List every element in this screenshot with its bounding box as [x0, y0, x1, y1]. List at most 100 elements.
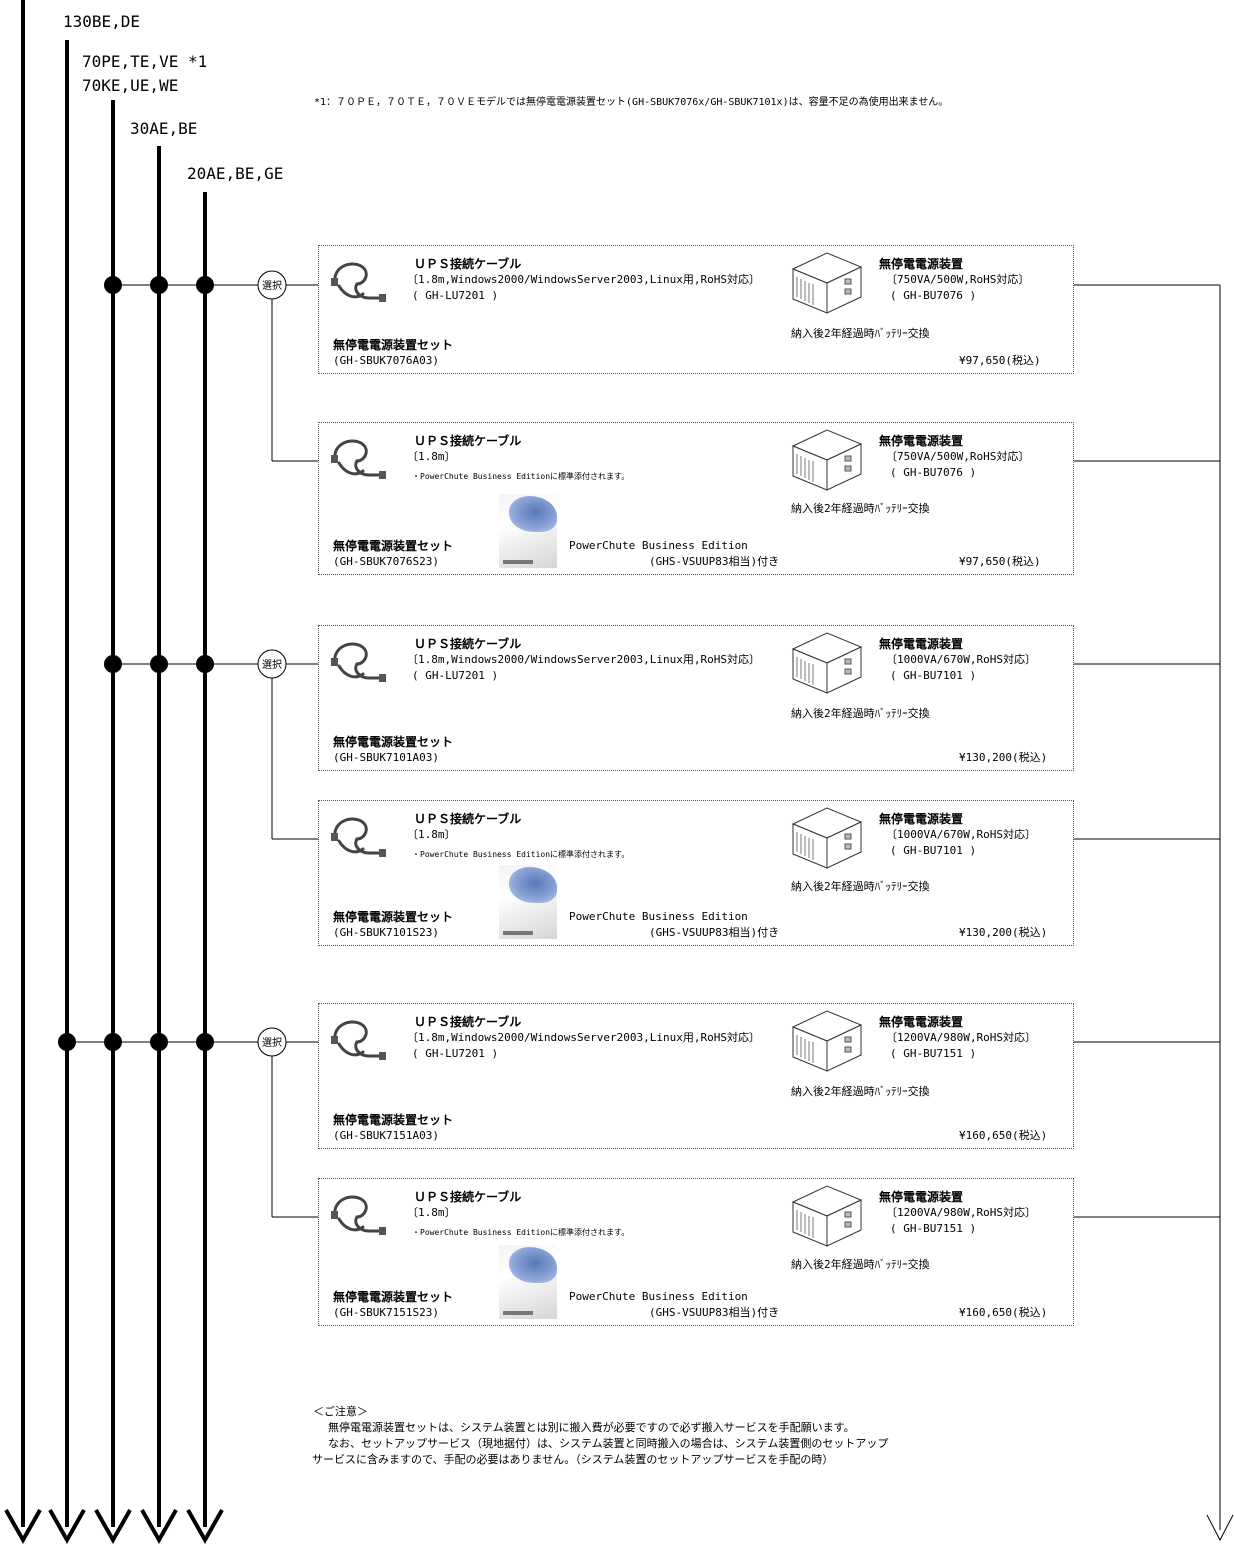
- cable-image: [329, 1012, 387, 1070]
- cable-spec: 〔1.8m,Windows2000/WindowsServer2003,Linu…: [407, 1031, 761, 1044]
- ups-title: 無停電電源装置: [879, 257, 964, 271]
- set-model: (GH-SBUK7076A03): [333, 354, 439, 367]
- software-name: PowerChute Business Edition: [569, 1290, 748, 1303]
- ups-spec: 〔1200VA/980W,RoHS対応〕: [886, 1206, 1036, 1219]
- ups-set-option: ＵＰＳ接続ケーブル〔1.8m〕・PowerChute Business Edit…: [318, 422, 1074, 575]
- software-model: (GHS-VSUUP83相当)付き: [649, 926, 780, 939]
- ups-set-option: ＵＰＳ接続ケーブル〔1.8m〕・PowerChute Business Edit…: [318, 800, 1074, 946]
- ups-spec: 〔1000VA/670W,RoHS対応〕: [886, 653, 1036, 666]
- ups-model: ( GH-BU7101 ): [890, 844, 977, 857]
- battery-note: 納入後2年経過時ﾊﾞｯﾃﾘｰ交換: [791, 1258, 930, 1271]
- battery-note: 納入後2年経過時ﾊﾞｯﾃﾘｰ交換: [791, 502, 930, 515]
- software-box-image: [499, 865, 557, 939]
- cable-title: ＵＰＳ接続ケーブル: [414, 637, 522, 651]
- set-model: (GH-SBUK7151S23): [333, 1306, 439, 1319]
- cable-spec: 〔1.8m〕: [407, 450, 456, 463]
- set-model: (GH-SBUK7076S23): [333, 555, 439, 568]
- cable-spec: 〔1.8m,Windows2000/WindowsServer2003,Linu…: [407, 653, 761, 666]
- cable-title: ＵＰＳ接続ケーブル: [414, 257, 522, 271]
- software-name: PowerChute Business Edition: [569, 539, 748, 552]
- price: ¥130,200(税込): [959, 751, 1048, 764]
- model-label-70pe: 70PE,TE,VE *1: [82, 52, 208, 71]
- capacity-footnote: *1：７０ＰＥ，７０ＴＥ，７０ＶＥモデルでは無停電電源装置セット(GH-SBUK…: [314, 97, 949, 108]
- cable-model: ( GH-LU7201 ): [412, 289, 499, 302]
- cable-image: [329, 1187, 387, 1245]
- ups-model: ( GH-BU7076 ): [890, 289, 977, 302]
- ups-set-option: ＵＰＳ接続ケーブル〔1.8m,Windows2000/WindowsServer…: [318, 625, 1074, 771]
- ups-title: 無停電電源装置: [879, 1190, 964, 1204]
- cable-image: [329, 634, 387, 692]
- model-label-130: 130BE,DE: [63, 12, 141, 31]
- ups-model: ( GH-BU7101 ): [890, 669, 977, 682]
- ups-title: 無停電電源装置: [879, 637, 964, 651]
- set-title: 無停電電源装置セット: [333, 1113, 454, 1127]
- cable-spec: 〔1.8m,Windows2000/WindowsServer2003,Linu…: [407, 273, 761, 286]
- ups-spec: 〔1000VA/670W,RoHS対応〕: [886, 828, 1036, 841]
- cable-note: ・PowerChute Business Editionに標準添付されます。: [412, 1228, 630, 1237]
- select-label: 選択: [262, 660, 282, 671]
- software-model: (GHS-VSUUP83相当)付き: [649, 1306, 780, 1319]
- cable-title: ＵＰＳ接続ケーブル: [414, 1190, 522, 1204]
- cable-image: [329, 431, 387, 489]
- model-label-20: 20AE,BE,GE: [187, 164, 284, 183]
- ups-set-option: ＵＰＳ接続ケーブル〔1.8m,Windows2000/WindowsServer…: [318, 245, 1074, 374]
- cable-note: ・PowerChute Business Editionに標準添付されます。: [412, 850, 630, 859]
- model-label-70ke: 70KE,UE,WE: [82, 76, 179, 95]
- ups-image: [789, 1009, 865, 1077]
- ups-title: 無停電電源装置: [879, 434, 964, 448]
- price: ¥97,650(税込): [959, 555, 1041, 568]
- cable-model: ( GH-LU7201 ): [412, 669, 499, 682]
- price: ¥130,200(税込): [959, 926, 1048, 939]
- price: ¥160,650(税込): [959, 1129, 1048, 1142]
- price: ¥160,650(税込): [959, 1306, 1048, 1319]
- software-model: (GHS-VSUUP83相当)付き: [649, 555, 780, 568]
- ups-spec: 〔1200VA/980W,RoHS対応〕: [886, 1031, 1036, 1044]
- cable-image: [329, 254, 387, 312]
- ups-spec: 〔750VA/500W,RoHS対応〕: [886, 450, 1030, 463]
- ups-model: ( GH-BU7151 ): [890, 1047, 977, 1060]
- software-box-image: [499, 1245, 557, 1319]
- caution-line: サービスに含みますので、手配の必要はありません。（システム装置のセットアップサー…: [312, 1453, 834, 1466]
- ups-spec: 〔750VA/500W,RoHS対応〕: [886, 273, 1030, 286]
- battery-note: 納入後2年経過時ﾊﾞｯﾃﾘｰ交換: [791, 707, 930, 720]
- set-model: (GH-SBUK7151A03): [333, 1129, 439, 1142]
- ups-model: ( GH-BU7076 ): [890, 466, 977, 479]
- set-title: 無停電電源装置セット: [333, 910, 454, 924]
- set-model: (GH-SBUK7101A03): [333, 751, 439, 764]
- select-label: 選択: [262, 1038, 282, 1049]
- cable-note: ・PowerChute Business Editionに標準添付されます。: [412, 472, 630, 481]
- cable-spec: 〔1.8m〕: [407, 828, 456, 841]
- cable-model: ( GH-LU7201 ): [412, 1047, 499, 1060]
- price: ¥97,650(税込): [959, 354, 1041, 367]
- software-box-image: [499, 494, 557, 568]
- cable-image: [329, 809, 387, 867]
- caution-line: なお、セットアップサービス（現地据付）は、システム装置と同時搬入の場合は、システ…: [328, 1437, 889, 1450]
- cable-title: ＵＰＳ接続ケーブル: [414, 434, 522, 448]
- ups-title: 無停電電源装置: [879, 812, 964, 826]
- set-title: 無停電電源装置セット: [333, 338, 454, 352]
- ups-image: [789, 428, 865, 496]
- select-label: 選択: [262, 281, 282, 292]
- caution-title: ＜ご注意＞: [313, 1405, 368, 1418]
- set-model: (GH-SBUK7101S23): [333, 926, 439, 939]
- ups-image: [789, 631, 865, 699]
- ups-set-option: ＵＰＳ接続ケーブル〔1.8m〕・PowerChute Business Edit…: [318, 1178, 1074, 1326]
- ups-image: [789, 251, 865, 319]
- battery-note: 納入後2年経過時ﾊﾞｯﾃﾘｰ交換: [791, 880, 930, 893]
- caution-line: 無停電電源装置セットは、システム装置とは別に搬入費が必要ですので必ず搬入サービス…: [328, 1421, 855, 1434]
- software-name: PowerChute Business Edition: [569, 910, 748, 923]
- cable-title: ＵＰＳ接続ケーブル: [414, 812, 522, 826]
- ups-title: 無停電電源装置: [879, 1015, 964, 1029]
- ups-set-option: ＵＰＳ接続ケーブル〔1.8m,Windows2000/WindowsServer…: [318, 1003, 1074, 1149]
- set-title: 無停電電源装置セット: [333, 1290, 454, 1304]
- battery-note: 納入後2年経過時ﾊﾞｯﾃﾘｰ交換: [791, 327, 930, 340]
- cable-title: ＵＰＳ接続ケーブル: [414, 1015, 522, 1029]
- battery-note: 納入後2年経過時ﾊﾞｯﾃﾘｰ交換: [791, 1085, 930, 1098]
- model-label-30: 30AE,BE: [130, 119, 198, 138]
- ups-model: ( GH-BU7151 ): [890, 1222, 977, 1235]
- ups-image: [789, 1184, 865, 1252]
- cable-spec: 〔1.8m〕: [407, 1206, 456, 1219]
- ups-image: [789, 806, 865, 874]
- set-title: 無停電電源装置セット: [333, 539, 454, 553]
